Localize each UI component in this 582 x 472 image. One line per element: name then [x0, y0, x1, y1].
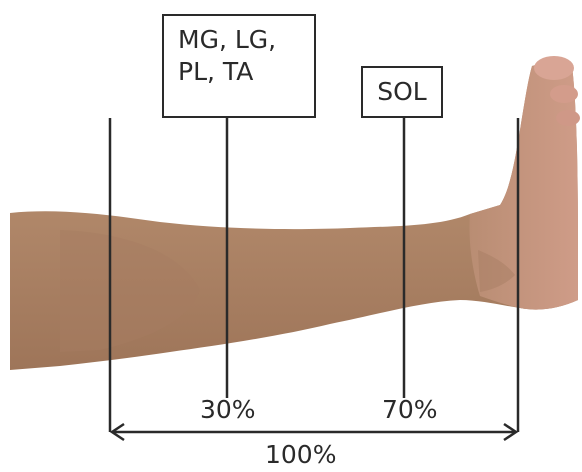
proximal-muscle-label-line1: MG, LG, — [178, 24, 314, 56]
proximal-percentage: 30% — [200, 395, 256, 424]
distal-percentage: 70% — [382, 395, 438, 424]
toe-tip — [534, 56, 574, 80]
proximal-muscle-label-box: MG, LG, PL, TA — [162, 14, 316, 118]
distal-muscle-label-box: SOL — [361, 66, 443, 118]
distal-muscle-label: SOL — [377, 77, 426, 106]
total-length-percentage: 100% — [265, 440, 336, 469]
length-arrow — [112, 424, 516, 440]
toe-tip — [550, 85, 578, 103]
toe-tip — [556, 110, 580, 126]
proximal-muscle-label-line2: PL, TA — [178, 56, 314, 88]
